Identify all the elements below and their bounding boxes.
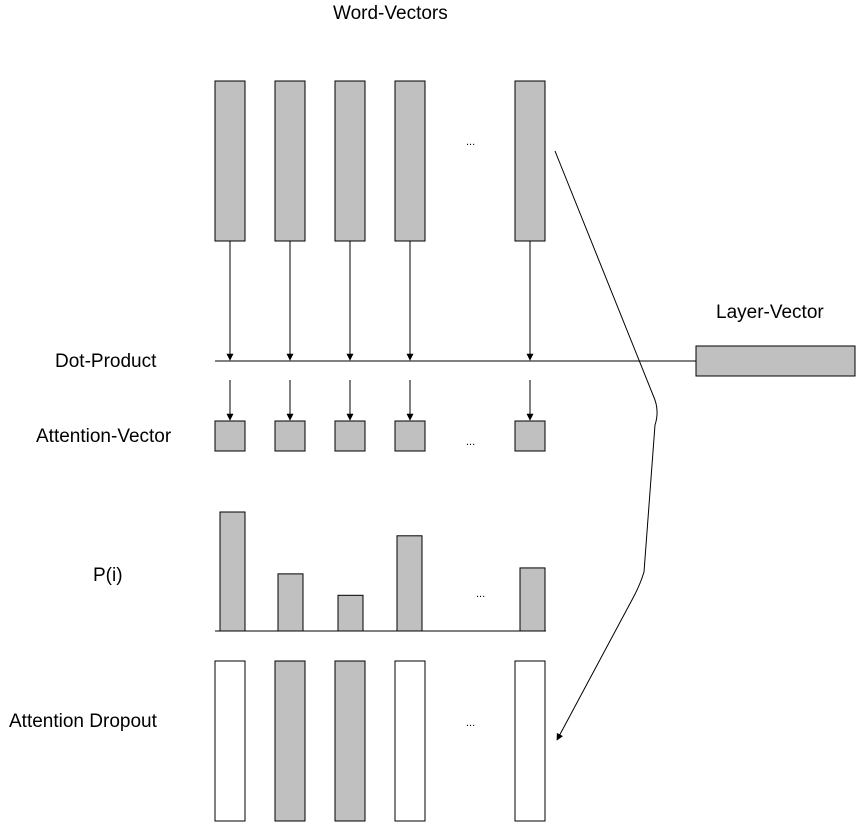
word-vectors-label: Word-Vectors: [333, 3, 448, 24]
dropout-vector-kept: [274, 660, 306, 822]
probability-bar: [277, 573, 304, 632]
attention-cell: [394, 420, 426, 452]
attention-vector-label: Attention-Vector: [36, 426, 172, 447]
probability-bar: [219, 511, 246, 632]
probability-bar: [337, 594, 364, 632]
word-vector: [514, 80, 546, 242]
dot-product-label: Dot-Product: [55, 351, 157, 372]
probability-ellipsis: ...: [476, 588, 486, 600]
probability-bar: [396, 535, 423, 632]
word-vectors-group: [214, 80, 546, 242]
dropout-vector-dropped: [394, 660, 426, 822]
dropout-vector-dropped: [214, 660, 246, 822]
dropout-group: [214, 660, 546, 822]
p-i-label: P(i): [93, 565, 123, 586]
attention-cell: [214, 420, 246, 452]
layer-vector: [695, 345, 856, 377]
attention-cell: [334, 420, 366, 452]
word-vector: [274, 80, 306, 242]
word-vector: [214, 80, 246, 242]
attention-cell: [514, 420, 546, 452]
attention-vector-ellipsis: ...: [466, 436, 476, 448]
word-to-dot-arrows: [226, 241, 534, 361]
layer-vector-label: Layer-Vector: [716, 302, 824, 323]
word-vectors-ellipsis: ...: [466, 136, 476, 148]
attention-cell: [274, 420, 306, 452]
attention-vector-group: [214, 420, 546, 452]
dropout-vector-dropped: [514, 660, 546, 822]
dot-to-attention-arrows: [226, 380, 534, 421]
dropout-vector-kept: [334, 660, 366, 822]
flow-arrow: [554, 150, 658, 741]
dropout-ellipsis: ...: [466, 717, 476, 729]
probability-bar: [519, 567, 546, 632]
attention-dropout-label: Attention Dropout: [9, 711, 157, 732]
word-vector: [334, 80, 366, 242]
probability-bars-group: [219, 511, 546, 632]
word-vector: [394, 80, 426, 242]
